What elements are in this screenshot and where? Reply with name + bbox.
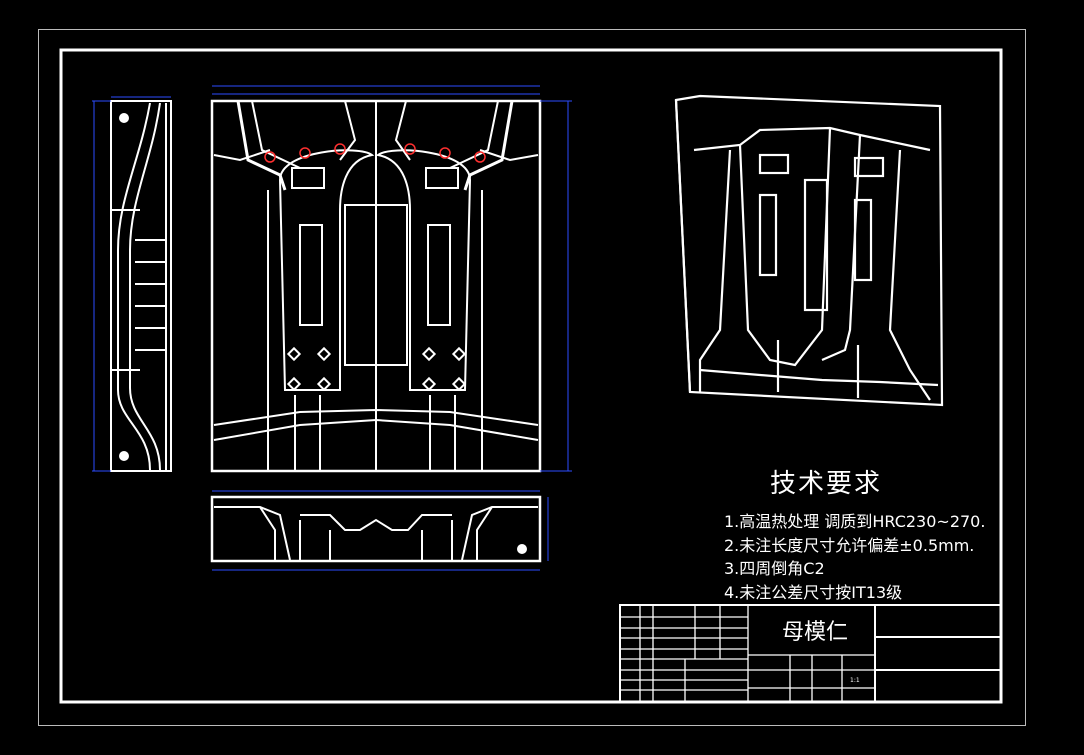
scale-value: 1:1 — [850, 677, 860, 684]
title-block — [619, 604, 1002, 703]
outer-border — [38, 29, 1026, 726]
requirement-2: 2.未注长度尺寸允许偏差±0.5mm. — [724, 536, 975, 555]
iso-view — [674, 94, 944, 407]
front-view-markers — [264, 143, 486, 163]
side-view-dimensions — [92, 96, 171, 472]
bottom-view — [210, 495, 542, 563]
requirement-4: 4.未注公差尺寸按IT13级 — [724, 583, 903, 602]
front-view — [210, 99, 542, 473]
inner-border — [59, 48, 1003, 704]
requirements-title: 技术要求 — [770, 469, 883, 499]
requirement-1: 1.高温热处理 调质到HRC230~270. — [724, 512, 986, 531]
front-view-dimensions — [212, 85, 572, 472]
bottom-view-dimensions — [212, 490, 549, 571]
side-view — [110, 100, 172, 472]
part-name: 母模仁 — [782, 620, 849, 645]
requirement-3: 3.四周倒角C2 — [724, 559, 825, 578]
